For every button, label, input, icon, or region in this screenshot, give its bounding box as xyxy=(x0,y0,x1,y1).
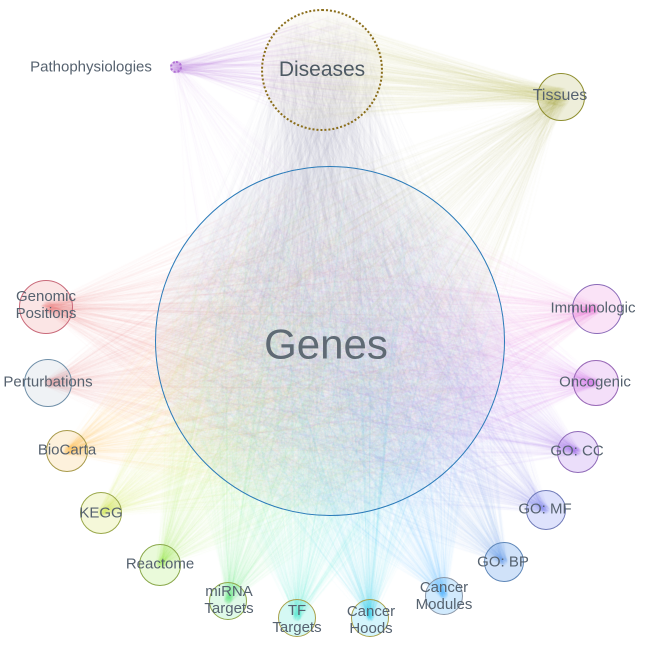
node-diseases[interactable] xyxy=(261,9,383,131)
node-go-mf[interactable] xyxy=(526,490,566,530)
node-mirna-targets[interactable] xyxy=(209,582,247,620)
node-biocarta[interactable] xyxy=(46,430,88,472)
node-cancer-modules[interactable] xyxy=(425,577,463,615)
node-go-bp[interactable] xyxy=(484,542,524,582)
node-tf-targets[interactable] xyxy=(278,599,316,637)
node-cancer-hoods[interactable] xyxy=(351,599,389,637)
node-perturbations[interactable] xyxy=(24,359,72,407)
node-genes[interactable] xyxy=(155,166,505,516)
node-tissues[interactable] xyxy=(537,73,585,121)
node-go-cc[interactable] xyxy=(557,431,599,473)
node-immunologic[interactable] xyxy=(572,284,622,334)
node-genomic-positions[interactable] xyxy=(19,280,73,334)
node-pathophysiologies[interactable] xyxy=(170,61,182,73)
node-reactome[interactable] xyxy=(139,544,181,586)
node-oncogenic[interactable] xyxy=(573,360,619,406)
node-kegg[interactable] xyxy=(80,492,122,534)
